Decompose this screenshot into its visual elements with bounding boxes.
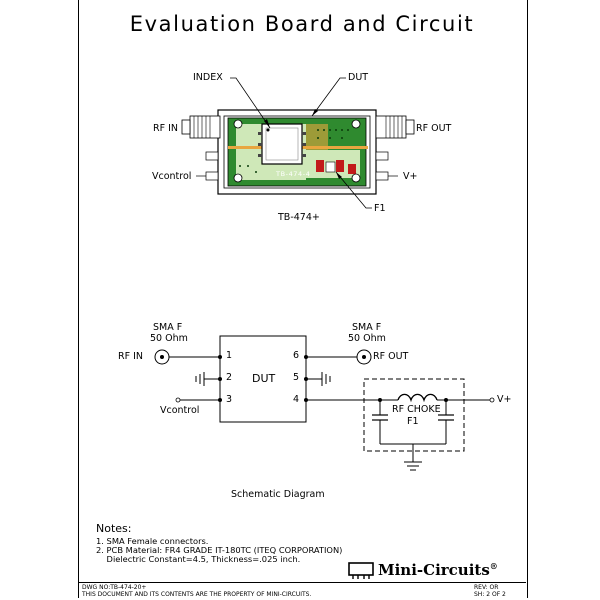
vcontrol-label: Vcontrol (152, 171, 192, 182)
proprietary-notice: THIS DOCUMENT AND ITS CONTENTS ARE THE P… (82, 591, 312, 598)
pin-1: 1 (226, 350, 233, 361)
sheet-number: SH: 2 OF 2 (474, 591, 506, 598)
vplus-pin (375, 151, 398, 181)
sch-vplus-label: V+ (497, 394, 512, 405)
sch-dut-label: DUT (252, 372, 276, 385)
note-1: 1. SMA Female connectors. (96, 536, 209, 546)
page-title: Evaluation Board and Circuit (129, 12, 475, 36)
pin-2: 2 (226, 372, 233, 383)
pin-6: 6 (293, 350, 300, 361)
rf-in-label: RF IN (153, 123, 178, 134)
ohm-left-label: 50 Ohm (150, 333, 188, 344)
rf-choke-inductor (397, 393, 438, 403)
note-2-cont: Dielectric Constant=4.5, Thickness=.025 … (96, 554, 301, 564)
sch-rf-out-label: RF OUT (373, 351, 409, 362)
dut-block (219, 335, 307, 423)
page-frame (78, 0, 528, 598)
f1-label: F1 (374, 203, 386, 214)
sma-right-label: SMA F (352, 322, 382, 333)
pin-3: 3 (226, 394, 233, 405)
part-number: TB-474+ (278, 212, 320, 223)
revision: REV: OR (474, 584, 499, 591)
dwg-no: DWG NO:TB-474-20+ (82, 584, 147, 591)
dut-label: DUT (348, 72, 369, 83)
vcontrol-pin (196, 151, 219, 181)
pin-5: 5 (293, 372, 300, 383)
footer: DWG NO:TB-474-20+ THIS DOCUMENT AND ITS … (78, 582, 526, 599)
pcb-silkscreen: TB-474-4 (276, 170, 311, 178)
rf-out-label: RF OUT (416, 123, 452, 134)
sch-vcontrol-label: Vcontrol (160, 405, 200, 416)
sma-connector-left (181, 115, 221, 139)
brand-name: Mini-Circuits® (378, 561, 498, 579)
notes-heading: Notes: (96, 522, 132, 535)
note-2: 2. PCB Material: FR4 GRADE IT-180TC (ITE… (96, 545, 343, 555)
rf-choke-label: RF CHOKE (392, 404, 441, 415)
index-label: INDEX (193, 72, 223, 83)
sma-left-label: SMA F (153, 322, 183, 333)
sma-connector-right (375, 115, 415, 139)
pin-4: 4 (293, 394, 300, 405)
ohm-right-label: 50 Ohm (348, 333, 386, 344)
schematic-caption: Schematic Diagram (231, 489, 325, 500)
pad (316, 160, 324, 172)
f1-dashed-box (363, 378, 465, 452)
sch-rf-in-label: RF IN (118, 351, 143, 362)
sch-f1-label: F1 (407, 416, 419, 427)
vplus-label: V+ (403, 171, 418, 182)
